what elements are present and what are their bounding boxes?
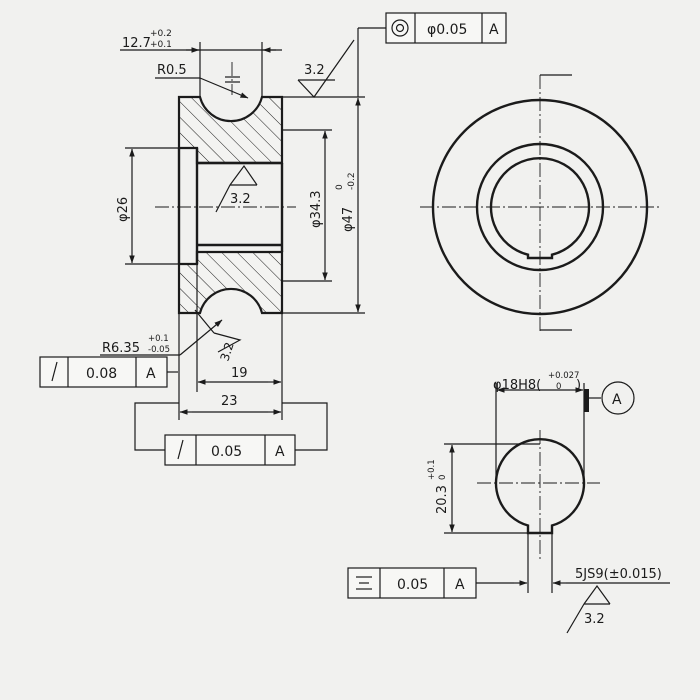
dim-width-upper: +0.2 [150,29,172,39]
dim-hub-length: 19 [196,264,283,420]
dim-hub-dia: φ26 [116,147,179,265]
outer-dia-lower: -0.2 [347,172,357,190]
runout-bottom-tolerance: 0.05 [211,444,242,460]
symmetry-tolerance: 0.05 [397,577,428,593]
dim-keyway-bore: φ18H8( +0.027 0 ) [493,371,585,480]
keyway-depth-upper: +0.1 [427,459,437,480]
runout-left-datum: A [146,366,156,382]
symmetry-frame: 0.05 A [347,567,514,599]
dim-keyway-width: 5JS9(±0.015) [514,533,670,593]
symmetry-datum: A [455,577,465,593]
keyway-bore-upper: +0.027 [548,371,579,381]
outer-dia-upper: 0 [335,184,345,190]
keyway-roughness-label: 3.2 [584,612,605,627]
dim-total-length: 23 [178,313,282,420]
runout-left-tolerance: 0.08 [86,366,117,382]
dim-width-value: 12.7 [122,36,151,51]
keyway-bore-paren: ) [576,378,581,393]
bore-dia-label: φ34.3 [309,190,324,228]
dim-groove-radius: R6.35 +0.1 -0.05 [100,319,223,356]
groove-radius-value: R6.35 [102,341,140,356]
groove-radius-upper: +0.1 [148,334,169,344]
datum-label: A [612,392,622,408]
keyway-depth-value: 20.3 [435,485,450,514]
datum-a: A [584,381,635,415]
top-radius-label: R0.5 [157,63,187,78]
end-view [420,74,660,333]
groove-radius-lower: -0.05 [148,345,170,355]
roughness-flange: 3.2 [297,39,355,98]
dim-top-radius: R0.5 [155,63,249,99]
flange-roughness-label: 3.2 [304,63,325,78]
groove-roughness-label: 3.2 [218,340,237,362]
roughness-groove: 3.2 [194,309,242,363]
keyway-bore-value: φ18H8( [493,378,541,393]
dim-keyway-depth: 20.3 +0.1 0 [427,443,540,534]
bore-roughness-label: 3.2 [230,192,251,207]
dim-outer-dia: φ47 0 -0.2 [282,40,365,314]
keyway-depth-lower: 0 [438,475,448,480]
runout-frame-bottom: 0.05 A [134,402,328,466]
keyway-bore-lower: 0 [556,382,561,392]
hub-length-label: 19 [231,366,248,381]
outer-dia-value: φ47 [341,207,356,232]
concentricity-tolerance: φ0.05 [427,22,467,38]
roughness-bore: 3.2 [215,164,258,213]
concentricity-frame: φ0.05 A [357,12,507,44]
dim-bore-dia: φ34.3 [282,129,332,282]
runout-frame-left: 0.08 A [39,356,178,388]
keyway-detail [477,430,600,560]
concentricity-datum: A [489,22,499,38]
runout-bottom-datum: A [275,444,285,460]
keyway-width-label: 5JS9(±0.015) [575,567,662,582]
section-view [155,62,296,315]
total-length-label: 23 [221,394,238,409]
roughness-keyway: 3.2 [566,584,611,634]
dim-width-lower: +0.1 [150,40,172,50]
hub-dia-label: φ26 [116,197,131,222]
dim-width-12-7: 12.7 +0.2 +0.1 [120,29,282,97]
